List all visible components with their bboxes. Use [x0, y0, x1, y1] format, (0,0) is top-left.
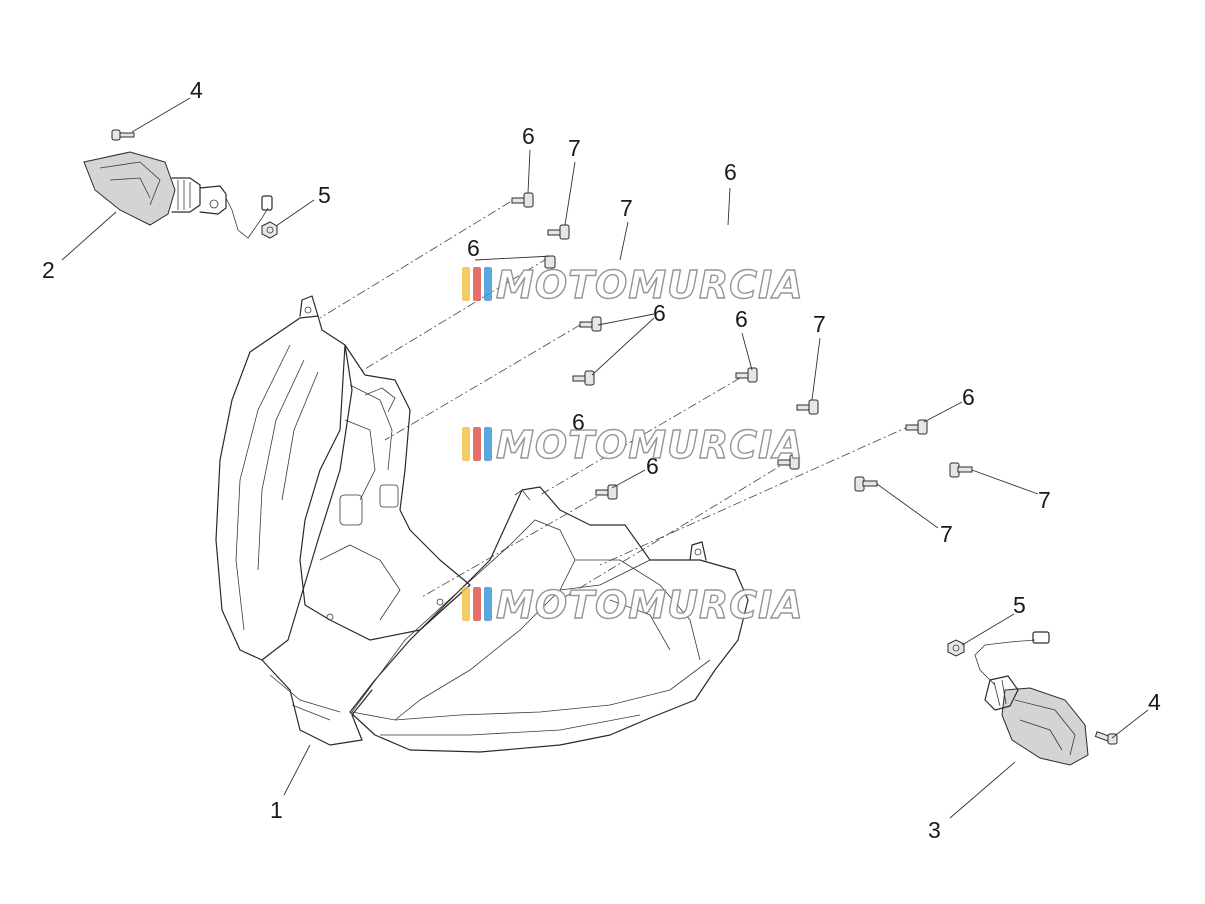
callout-6-h: 6 [646, 453, 659, 479]
screw-6d [572, 370, 595, 386]
callout-7-a: 7 [568, 135, 581, 161]
left-indicator [83, 129, 278, 239]
leader-lines [61, 97, 1149, 819]
screw-7c [949, 462, 973, 478]
screw-6g [777, 454, 800, 470]
screw-6f [905, 419, 928, 435]
callout-6-g: 6 [962, 384, 975, 410]
callout-5-bottom: 5 [1013, 592, 1026, 618]
watermark-text: MOTOMURCIA [496, 263, 804, 307]
screw-6c [579, 316, 602, 332]
screws [511, 192, 973, 500]
screw-6h [595, 484, 618, 500]
watermark-stripe [484, 427, 492, 461]
callout-4-top: 4 [190, 77, 203, 103]
watermark-2: MOTOMURCIA [462, 422, 804, 468]
headlight-assembly [215, 295, 749, 753]
watermark-stripe [462, 267, 470, 301]
watermark-stripe [484, 587, 492, 621]
screw-7a [547, 224, 570, 240]
watermark-stripe [462, 427, 470, 461]
watermark-3: MOTOMURCIA [462, 582, 804, 628]
callout-4-bottom: 4 [1148, 689, 1161, 715]
watermark-stripe [473, 427, 481, 461]
callout-7-c: 7 [813, 311, 826, 337]
callout-1: 1 [270, 797, 283, 823]
screw-6a [511, 192, 534, 208]
callout-7-d: 7 [1038, 487, 1051, 513]
screw-7b [796, 399, 819, 415]
callout-6-c: 6 [467, 235, 480, 261]
callout-6-a: 6 [522, 123, 535, 149]
watermark-text: MOTOMURCIA [496, 423, 804, 467]
watermark-stripe [473, 587, 481, 621]
callout-6-d: 6 [653, 300, 666, 326]
callout-7-e: 7 [940, 521, 953, 547]
callout-6-b: 6 [724, 159, 737, 185]
callout-5-top: 5 [318, 182, 331, 208]
callout-7-b: 7 [620, 195, 633, 221]
callouts: 1 2 3 4 4 5 5 6 6 6 6 6 6 6 6 6 7 7 7 7 … [42, 77, 1161, 843]
watermark-stripe [462, 587, 470, 621]
screw-7d [854, 476, 878, 492]
watermark-stripe [473, 267, 481, 301]
watermark-1: MOTOMURCIA [462, 262, 804, 308]
watermark-stripe [484, 267, 492, 301]
callout-2: 2 [42, 257, 55, 283]
callout-6-f: 6 [572, 409, 585, 435]
right-indicator [947, 631, 1118, 766]
callout-3: 3 [928, 817, 941, 843]
screw-6e [735, 367, 758, 383]
callout-6-e: 6 [735, 306, 748, 332]
assembly-lines [319, 201, 913, 601]
watermark-text: MOTOMURCIA [496, 583, 804, 627]
